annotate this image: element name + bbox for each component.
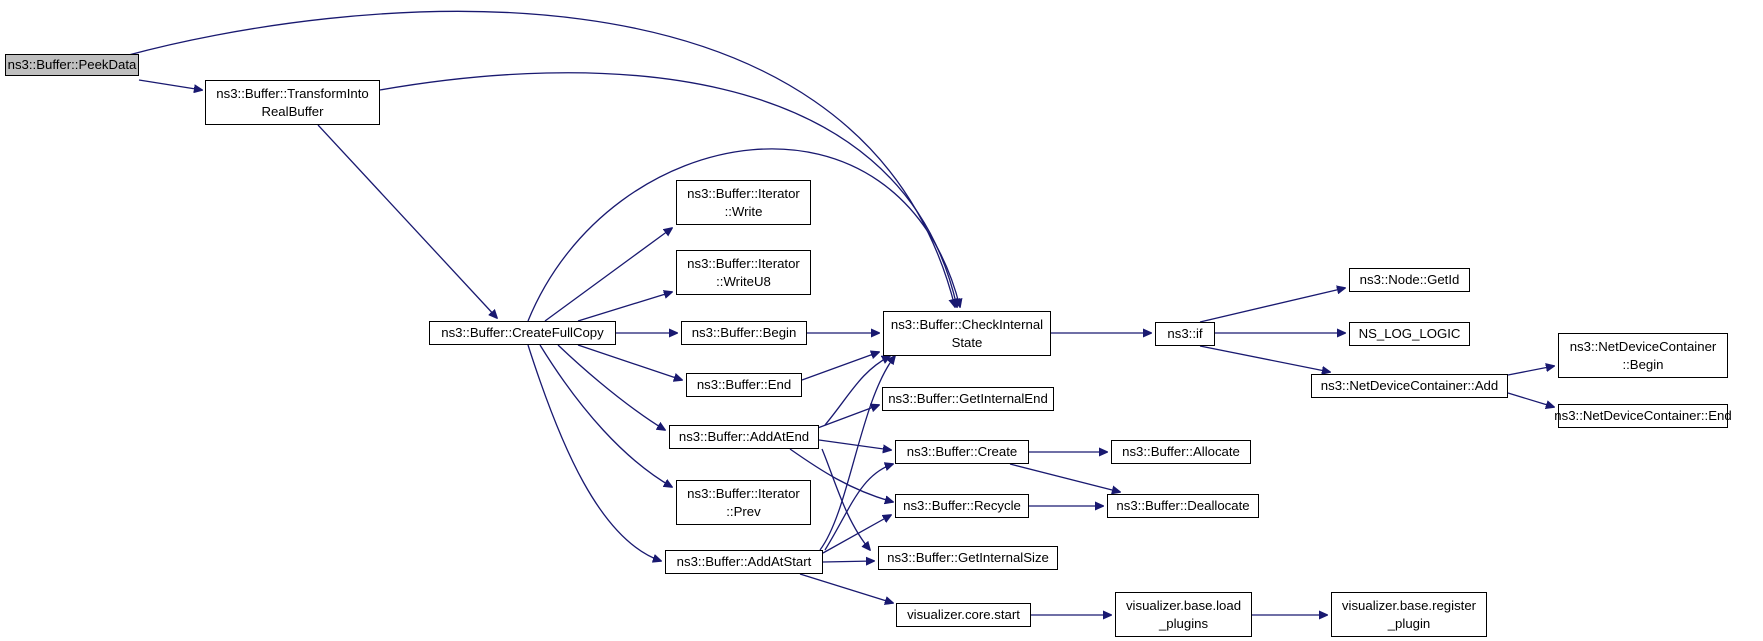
edge-end-to-checkinternal (801, 352, 879, 381)
node-end[interactable]: ns3::Buffer::End (686, 373, 802, 397)
node-nslog[interactable]: NS_LOG_LOGIC (1349, 322, 1470, 346)
edge-addatstart-to-recycle (822, 515, 891, 554)
edge-addatstart-to-getinternalsize (822, 561, 874, 562)
node-registerplugin[interactable]: visualizer.base.register _plugin (1331, 592, 1487, 637)
node-checkinternal[interactable]: ns3::Buffer::CheckInternal State (883, 311, 1051, 356)
edge-createfullcopy-to-checkinternal (527, 148, 960, 322)
node-addatstart[interactable]: ns3::Buffer::AddAtStart (665, 550, 823, 574)
edge-createfullcopy-to-addatstart (527, 344, 661, 561)
node-iterprev[interactable]: ns3::Buffer::Iterator ::Prev (676, 480, 811, 525)
edge-addatend-to-checkinternal (824, 356, 890, 426)
edge-ndcadd-to-ndcend (1507, 392, 1554, 407)
edge-transform-to-createfullcopy (317, 124, 497, 318)
edge-createfullcopy-to-addatend (557, 344, 665, 430)
node-createfullcopy[interactable]: ns3::Buffer::CreateFullCopy (429, 321, 616, 345)
node-recycle[interactable]: ns3::Buffer::Recycle (895, 494, 1029, 518)
node-corestart[interactable]: visualizer.core.start (896, 603, 1031, 627)
edge-createfullcopy-to-iterprev (539, 344, 672, 487)
node-iterwriteu8[interactable]: ns3::Buffer::Iterator ::WriteU8 (676, 250, 811, 295)
edge-nsif-to-ndcadd (1199, 345, 1330, 372)
node-ndcadd[interactable]: ns3::NetDeviceContainer::Add (1311, 374, 1508, 398)
edge-peekdata-to-transform (138, 79, 202, 90)
node-loadplugins[interactable]: visualizer.base.load _plugins (1115, 592, 1252, 637)
edge-createfullcopy-to-iterwriteu8 (577, 292, 672, 322)
node-transform[interactable]: ns3::Buffer::TransformInto RealBuffer (205, 80, 380, 125)
edge-peekdata-to-checkinternal (124, 10, 955, 307)
edge-addatend-to-getinternalsize (821, 448, 870, 550)
edge-addatend-to-recycle (789, 448, 893, 502)
node-nodegetid[interactable]: ns3::Node::GetId (1349, 268, 1470, 292)
edge-ndcadd-to-ndcbegin (1507, 366, 1554, 376)
node-peekdata: ns3::Buffer::PeekData (5, 54, 139, 76)
node-create[interactable]: ns3::Buffer::Create (895, 440, 1029, 464)
node-iterwrite[interactable]: ns3::Buffer::Iterator ::Write (676, 180, 811, 225)
edge-addatend-to-getinternalend (814, 405, 879, 430)
edge-createfullcopy-to-end (577, 344, 682, 380)
edge-addatend-to-create (818, 439, 891, 450)
node-allocate[interactable]: ns3::Buffer::Allocate (1111, 440, 1251, 464)
edge-createfullcopy-to-iterwrite (544, 228, 672, 322)
node-nsif[interactable]: ns3::if (1155, 322, 1215, 346)
edge-nsif-to-nodegetid (1199, 288, 1345, 323)
node-getinternalend[interactable]: ns3::Buffer::GetInternalEnd (882, 387, 1054, 411)
edge-addatstart-to-create (824, 464, 893, 551)
edge-addatstart-to-corestart (799, 573, 893, 603)
node-deallocate[interactable]: ns3::Buffer::Deallocate (1107, 494, 1259, 518)
edge-addatstart-to-checkinternal (819, 356, 895, 551)
node-ndcend[interactable]: ns3::NetDeviceContainer::End (1554, 404, 1732, 428)
node-ndcbegin[interactable]: ns3::NetDeviceContainer ::Begin (1558, 333, 1728, 378)
edge-create-to-deallocate (1009, 463, 1120, 492)
node-begin[interactable]: ns3::Buffer::Begin (681, 321, 807, 345)
node-addatend[interactable]: ns3::Buffer::AddAtEnd (669, 425, 819, 449)
edge-transform-to-checkinternal (379, 72, 957, 307)
node-getinternalsize[interactable]: ns3::Buffer::GetInternalSize (878, 546, 1058, 570)
